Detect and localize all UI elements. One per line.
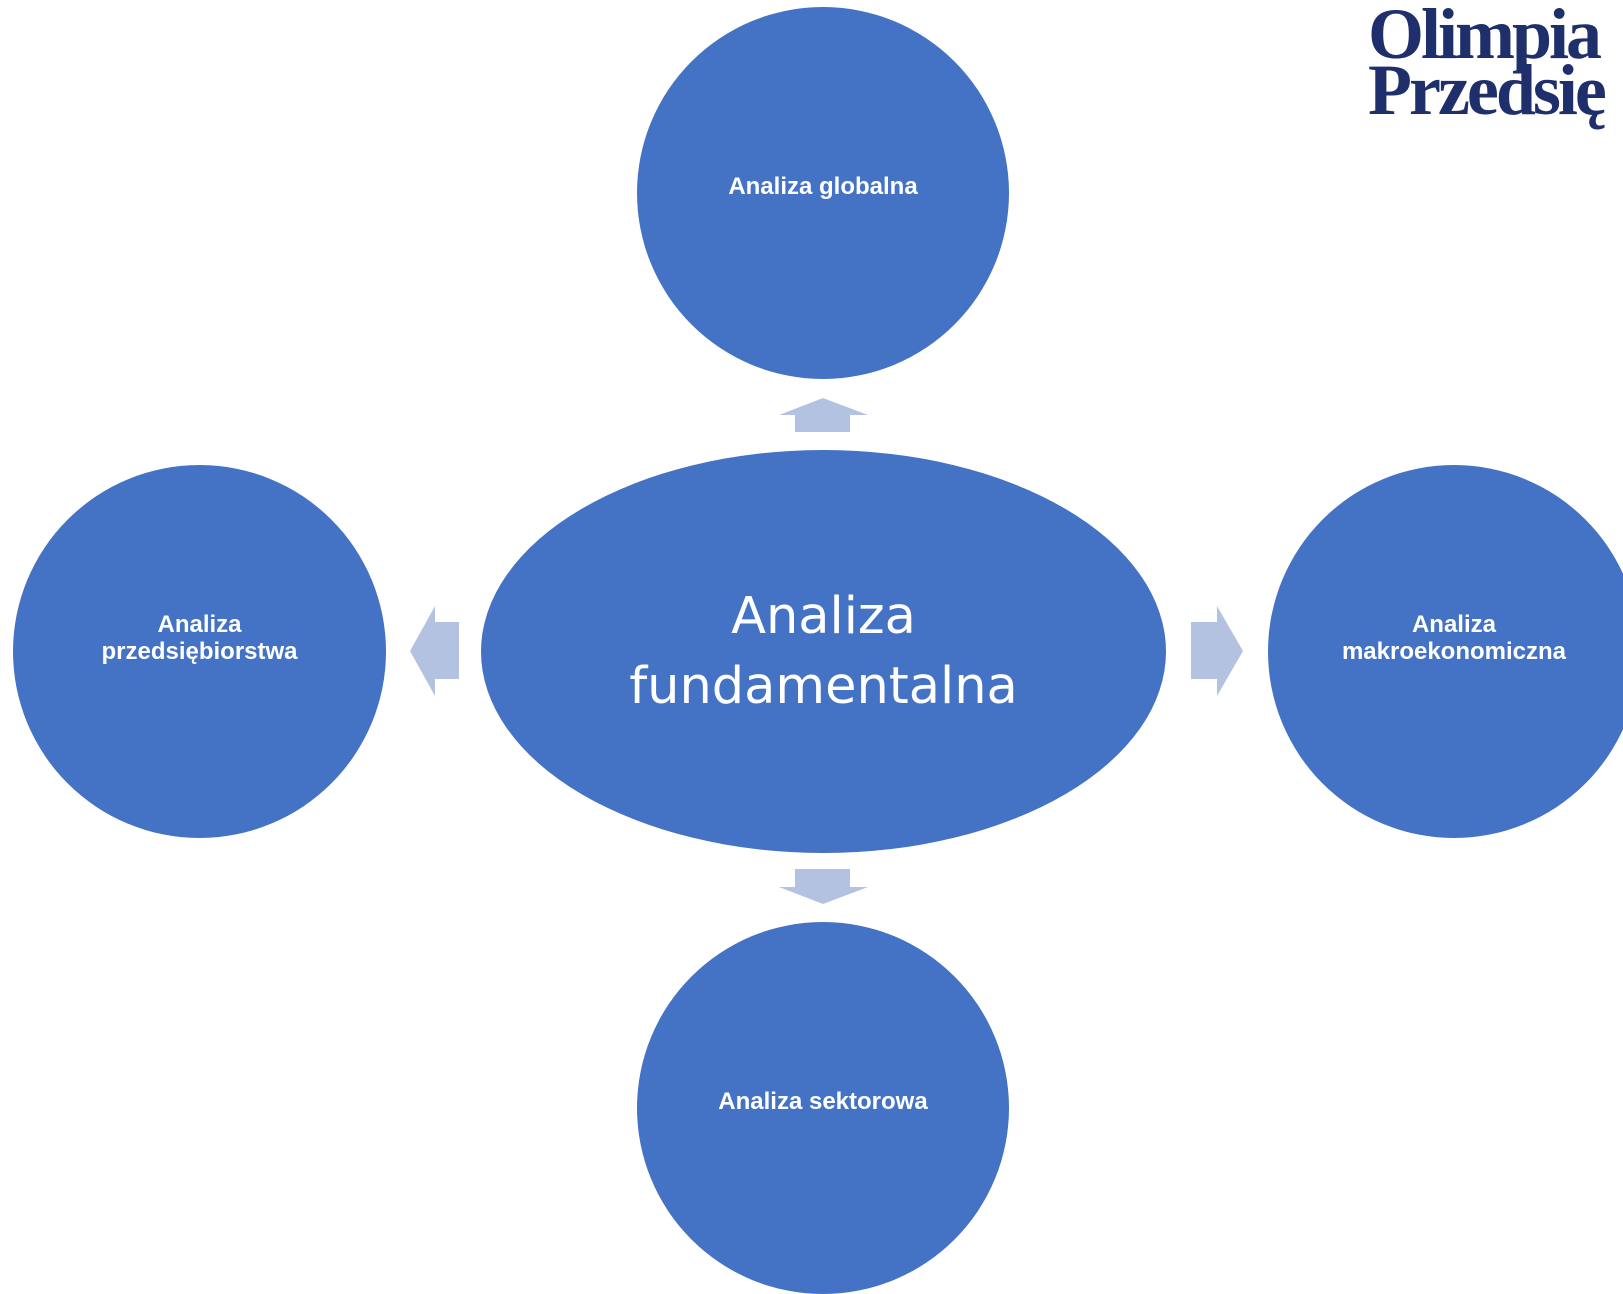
node-analiza-przedsiebiorstwa: Analiza przedsiębiorstwa [13, 465, 386, 838]
node-analiza-fundamentalna: Analiza fundamentalna [481, 450, 1166, 853]
node-label: Analiza makroekonomiczna [1341, 610, 1567, 665]
node-analiza-sektorowa: Analiza sektorowa [637, 922, 1009, 1294]
node-analiza-globalna: Analiza globalna [637, 7, 1009, 379]
logo-line-1: Olimpia [1368, 0, 1602, 74]
center-label: Analiza fundamentalna [629, 586, 1018, 716]
arrow-down [779, 869, 868, 904]
node-analiza-makroekonomiczna: Analiza makroekonomiczna [1268, 465, 1623, 838]
arrow-right [1191, 606, 1243, 696]
arrow-left [410, 606, 459, 696]
node-label: Analiza globalna [728, 172, 918, 200]
logo: Olimpia Przedsię [1368, 0, 1607, 130]
node-label: Analiza przedsiębiorstwa [101, 610, 298, 665]
node-label: Analiza sektorowa [718, 1087, 928, 1115]
logo-line-2: Przedsię [1368, 50, 1607, 130]
arrow-up [779, 398, 868, 432]
